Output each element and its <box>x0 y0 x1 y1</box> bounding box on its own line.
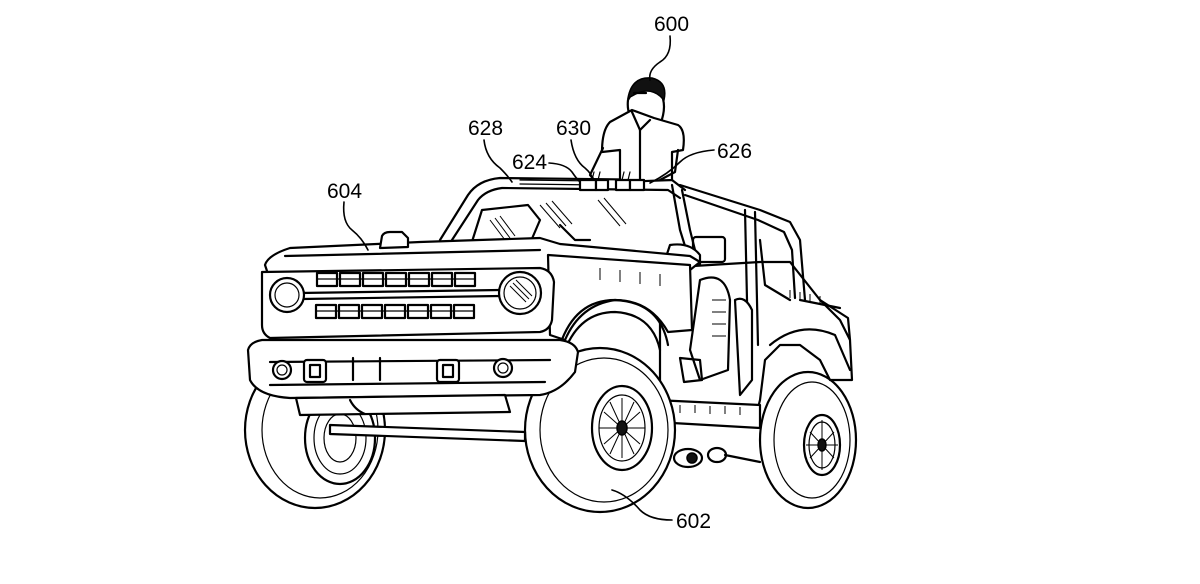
ref-label-602: 602 <box>676 510 711 533</box>
hood-vent <box>378 230 410 250</box>
ref-label-630: 630 <box>556 117 591 140</box>
fog-light-right <box>492 357 514 379</box>
ref-label-626: 626 <box>717 140 752 163</box>
front-right-fender <box>546 253 694 342</box>
occupant <box>588 77 685 184</box>
ref-label-604: 604 <box>327 180 362 203</box>
grille-slots-top <box>315 271 477 288</box>
windshield-frame <box>438 176 687 242</box>
grille-slots-bottom <box>314 303 476 320</box>
vehicle <box>243 176 858 514</box>
tow-hook-right <box>435 358 461 384</box>
leader-602 <box>611 489 673 521</box>
seat <box>688 276 732 382</box>
headlight-left <box>268 276 306 314</box>
occupant-hair <box>626 77 666 102</box>
front-bumper <box>246 338 580 400</box>
leader-604 <box>342 201 369 251</box>
leader-624 <box>548 162 581 183</box>
leader-630 <box>570 139 594 181</box>
roof-handles <box>578 171 646 192</box>
tow-hook-left <box>302 358 328 384</box>
skid-plate <box>294 393 512 417</box>
door <box>733 297 754 397</box>
leader-600 <box>648 35 672 81</box>
fog-light-left <box>271 359 293 381</box>
ref-label-628: 628 <box>468 117 503 140</box>
rear-wheel <box>758 370 858 510</box>
front-right-wheel <box>523 346 677 514</box>
reference-labels: 600 602 604 624 626 628 630 <box>327 13 752 533</box>
rear-roll-bar <box>678 183 807 302</box>
occupant-shirt <box>600 108 685 184</box>
ref-label-624: 624 <box>512 151 547 174</box>
headlight-right <box>497 270 543 316</box>
leader-628 <box>483 139 513 183</box>
leader-lines <box>342 35 715 521</box>
windshield-glare <box>539 197 627 229</box>
ref-label-600: 600 <box>654 13 689 36</box>
front-axle <box>328 423 527 443</box>
leader-626 <box>649 149 715 184</box>
